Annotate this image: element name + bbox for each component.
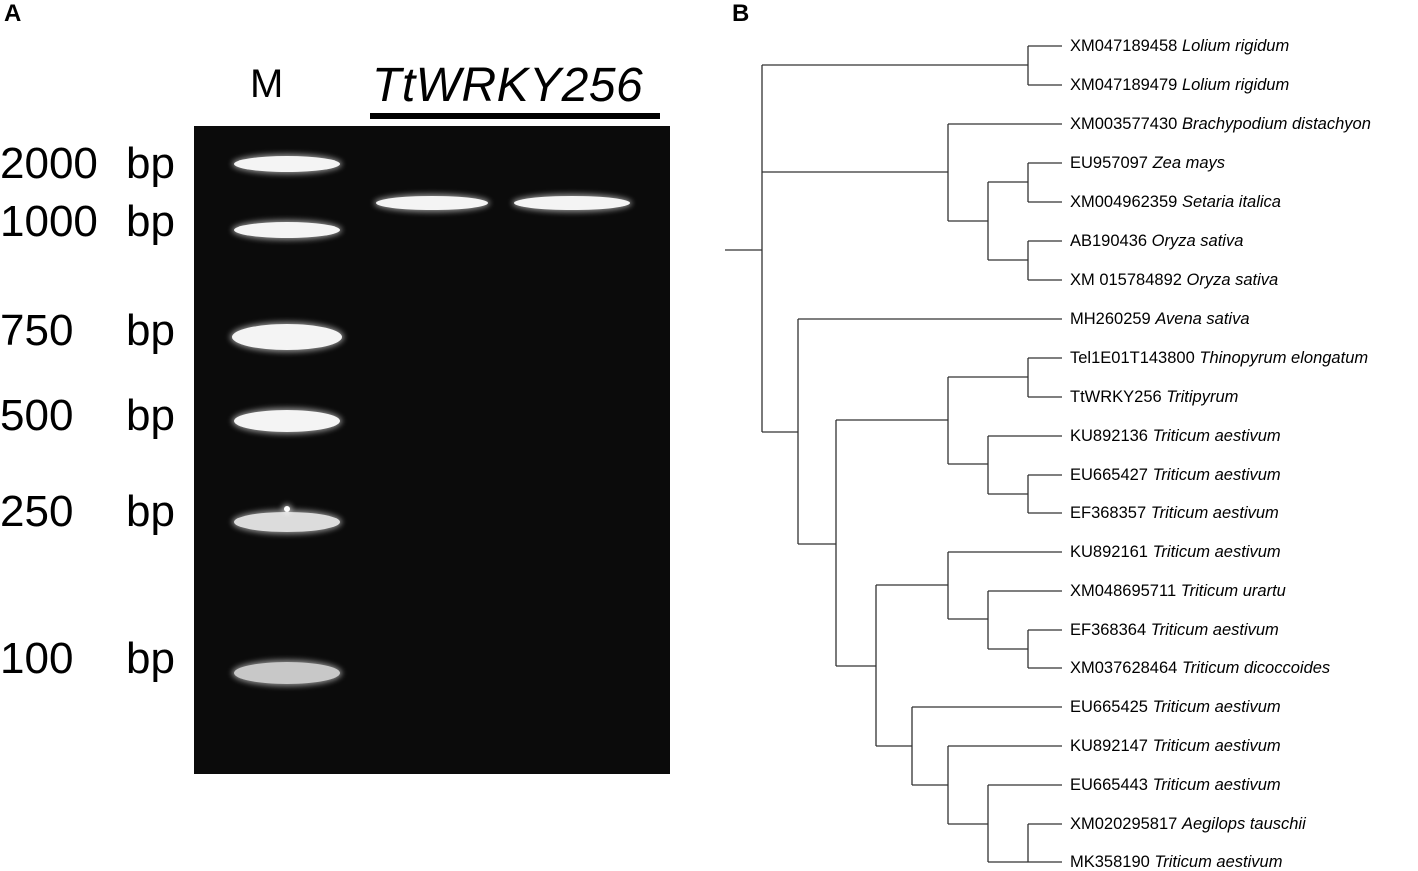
species-name: Oryza sativa bbox=[1151, 232, 1244, 250]
tree-leaf: XM047189458 Lolium rigidum bbox=[1070, 38, 1289, 55]
tree-leaf: MH260259 Avena sativa bbox=[1070, 311, 1250, 328]
species-name: Triticum aestivum bbox=[1152, 698, 1281, 716]
species-name: Triticum aestivum bbox=[1150, 504, 1279, 522]
species-name: Tritipyrum bbox=[1166, 388, 1239, 406]
accession-id: KU892147 bbox=[1070, 737, 1148, 755]
marker-unit: bp bbox=[126, 634, 175, 683]
marker-unit: bp bbox=[126, 487, 175, 536]
accession-id: XM004962359 bbox=[1070, 193, 1178, 211]
tree-leaf: EU665425 Triticum aestivum bbox=[1070, 699, 1281, 716]
tree-leaf: EU957097 Zea mays bbox=[1070, 155, 1225, 172]
ladder-band-2000 bbox=[234, 156, 340, 172]
tree-leaf: XM 015784892 Oryza sativa bbox=[1070, 272, 1278, 289]
tree-leaf: XM048695711 Triticum urartu bbox=[1070, 583, 1286, 600]
marker-size: 500 bbox=[0, 391, 74, 440]
marker-lane-label: M bbox=[250, 62, 284, 106]
accession-id: AB190436 bbox=[1070, 232, 1148, 250]
species-name: Triticum aestivum bbox=[1152, 776, 1281, 794]
accession-id: TtWRKY256 bbox=[1070, 388, 1162, 406]
marker-size: 2000 bbox=[0, 139, 98, 188]
marker-unit: bp bbox=[126, 391, 175, 440]
accession-id: MK358190 bbox=[1070, 853, 1150, 871]
accession-id: XM020295817 bbox=[1070, 815, 1178, 833]
marker-size: 750 bbox=[0, 306, 74, 355]
ladder-band-1000 bbox=[234, 222, 340, 238]
marker-unit: bp bbox=[126, 139, 175, 188]
accession-id: XM048695711 bbox=[1070, 582, 1177, 600]
marker-size: 250 bbox=[0, 487, 74, 536]
tree-leaf: EF368364 Triticum aestivum bbox=[1070, 622, 1279, 639]
panel-b-letter: B bbox=[732, 0, 750, 27]
species-name: Brachypodium distachyon bbox=[1181, 115, 1371, 133]
accession-id: XM003577430 bbox=[1070, 115, 1178, 133]
ladder-band-100 bbox=[234, 662, 340, 684]
species-name: Triticum aestivum bbox=[1154, 853, 1283, 871]
species-name: Triticum aestivum bbox=[1150, 621, 1279, 639]
ladder-band-250 bbox=[234, 512, 340, 532]
tree-branches bbox=[725, 45, 1062, 863]
tree-leaf: KU892147 Triticum aestivum bbox=[1070, 738, 1281, 755]
species-name: Avena sativa bbox=[1155, 310, 1250, 328]
species-name: Triticum urartu bbox=[1180, 582, 1286, 600]
tree-leaf: EU665427 Triticum aestivum bbox=[1070, 467, 1281, 484]
species-name: Oryza sativa bbox=[1186, 271, 1279, 289]
accession-id: XM047189458 bbox=[1070, 37, 1178, 55]
marker-unit: bp bbox=[126, 197, 175, 246]
accession-id: EF368364 bbox=[1070, 621, 1147, 639]
accession-id: MH260259 bbox=[1070, 310, 1151, 328]
tree-leaf: XM004962359 Setaria italica bbox=[1070, 194, 1281, 211]
species-name: Triticum aestivum bbox=[1152, 427, 1281, 445]
tree-leaf: KU892161 Triticum aestivum bbox=[1070, 544, 1281, 561]
species-name: Triticum aestivum bbox=[1152, 737, 1281, 755]
species-name: Triticum aestivum bbox=[1152, 466, 1281, 484]
accession-id: XM 015784892 bbox=[1070, 271, 1182, 289]
species-name: Zea mays bbox=[1152, 154, 1226, 172]
ladder-band-500 bbox=[234, 410, 340, 432]
gene-lane-underline bbox=[370, 113, 660, 119]
marker-size: 1000 bbox=[0, 197, 98, 246]
tree-leaf: XM020295817 Aegilops tauschii bbox=[1070, 816, 1306, 833]
panel-a-letter: A bbox=[4, 0, 22, 27]
tree-leaf: TtWRKY256 Tritipyrum bbox=[1070, 389, 1238, 406]
species-name: Setaria italica bbox=[1181, 193, 1281, 211]
gel-speck bbox=[284, 506, 290, 512]
gene-lane-label: TtWRKY256 bbox=[372, 59, 644, 112]
sample-band-2 bbox=[514, 196, 630, 210]
tree-leaf: EF368357 Triticum aestivum bbox=[1070, 505, 1279, 522]
gel-image bbox=[194, 126, 670, 774]
species-name: Thinopyrum elongatum bbox=[1199, 349, 1369, 367]
tree-leaf: XM047189479 Lolium rigidum bbox=[1070, 77, 1289, 94]
ladder-band-750 bbox=[232, 324, 342, 350]
marker-unit: bp bbox=[126, 306, 175, 355]
tree-leaf: AB190436 Oryza sativa bbox=[1070, 233, 1243, 250]
tree-leaf: Tel1E01T143800 Thinopyrum elongatum bbox=[1070, 350, 1368, 367]
species-name: Triticum aestivum bbox=[1152, 543, 1281, 561]
accession-id: EU957097 bbox=[1070, 154, 1148, 172]
accession-id: XM047189479 bbox=[1070, 76, 1178, 94]
species-name: Lolium rigidum bbox=[1181, 37, 1290, 55]
tree-leaf: EU665443 Triticum aestivum bbox=[1070, 777, 1281, 794]
accession-id: EF368357 bbox=[1070, 504, 1147, 522]
tree-leaf: KU892136 Triticum aestivum bbox=[1070, 428, 1281, 445]
accession-id: Tel1E01T143800 bbox=[1070, 349, 1195, 367]
accession-id: EU665425 bbox=[1070, 698, 1148, 716]
tree-leaf: MK358190 Triticum aestivum bbox=[1070, 854, 1282, 871]
species-name: Aegilops tauschii bbox=[1181, 815, 1306, 833]
accession-id: EU665443 bbox=[1070, 776, 1148, 794]
tree-leaf: XM037628464 Triticum dicoccoides bbox=[1070, 660, 1330, 677]
sample-band-1 bbox=[376, 196, 488, 210]
species-name: Triticum dicoccoides bbox=[1181, 659, 1331, 677]
accession-id: XM037628464 bbox=[1070, 659, 1178, 677]
accession-id: EU665427 bbox=[1070, 466, 1148, 484]
tree-leaf: XM003577430 Brachypodium distachyon bbox=[1070, 116, 1371, 133]
species-name: Lolium rigidum bbox=[1181, 76, 1290, 94]
marker-size: 100 bbox=[0, 634, 74, 683]
accession-id: KU892136 bbox=[1070, 427, 1148, 445]
accession-id: KU892161 bbox=[1070, 543, 1148, 561]
